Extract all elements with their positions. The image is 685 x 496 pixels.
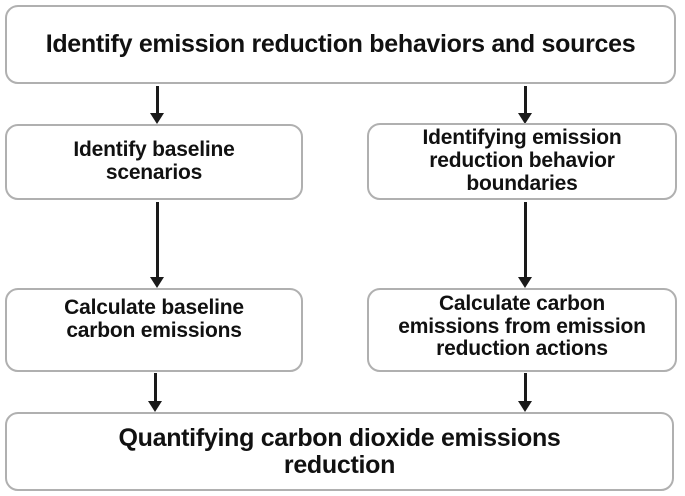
- down-arrow-icon: [150, 202, 164, 288]
- arrow-shaft: [523, 86, 527, 115]
- arrowhead-icon: [150, 113, 164, 124]
- down-arrow-icon: [518, 202, 532, 288]
- node-identify-behavior-boundaries: Identifying emission reduction behavior …: [367, 123, 677, 200]
- node-calculate-reduction-emissions: Calculate carbon emissions from emission…: [367, 288, 677, 372]
- down-arrow-icon: [518, 86, 532, 124]
- arrow-shaft: [155, 202, 159, 279]
- arrow-shaft: [153, 373, 157, 403]
- down-arrow-icon: [150, 86, 164, 124]
- arrow-shaft: [523, 373, 527, 403]
- node-identify-emission-sources: Identify emission reduction behaviors an…: [5, 5, 676, 84]
- down-arrow-icon: [148, 373, 162, 412]
- node-identify-baseline-scenarios: Identify baseline scenarios: [5, 124, 303, 200]
- node-quantify-co2-reduction: Quantifying carbon dioxide emissions red…: [5, 412, 674, 491]
- arrowhead-icon: [150, 277, 164, 288]
- arrowhead-icon: [518, 401, 532, 412]
- arrowhead-icon: [148, 401, 162, 412]
- node-calculate-baseline-emissions: Calculate baseline carbon emissions: [5, 288, 303, 372]
- arrow-shaft: [155, 86, 159, 115]
- arrowhead-icon: [518, 277, 532, 288]
- arrow-shaft: [523, 202, 527, 279]
- arrowhead-icon: [518, 113, 532, 124]
- down-arrow-icon: [518, 373, 532, 412]
